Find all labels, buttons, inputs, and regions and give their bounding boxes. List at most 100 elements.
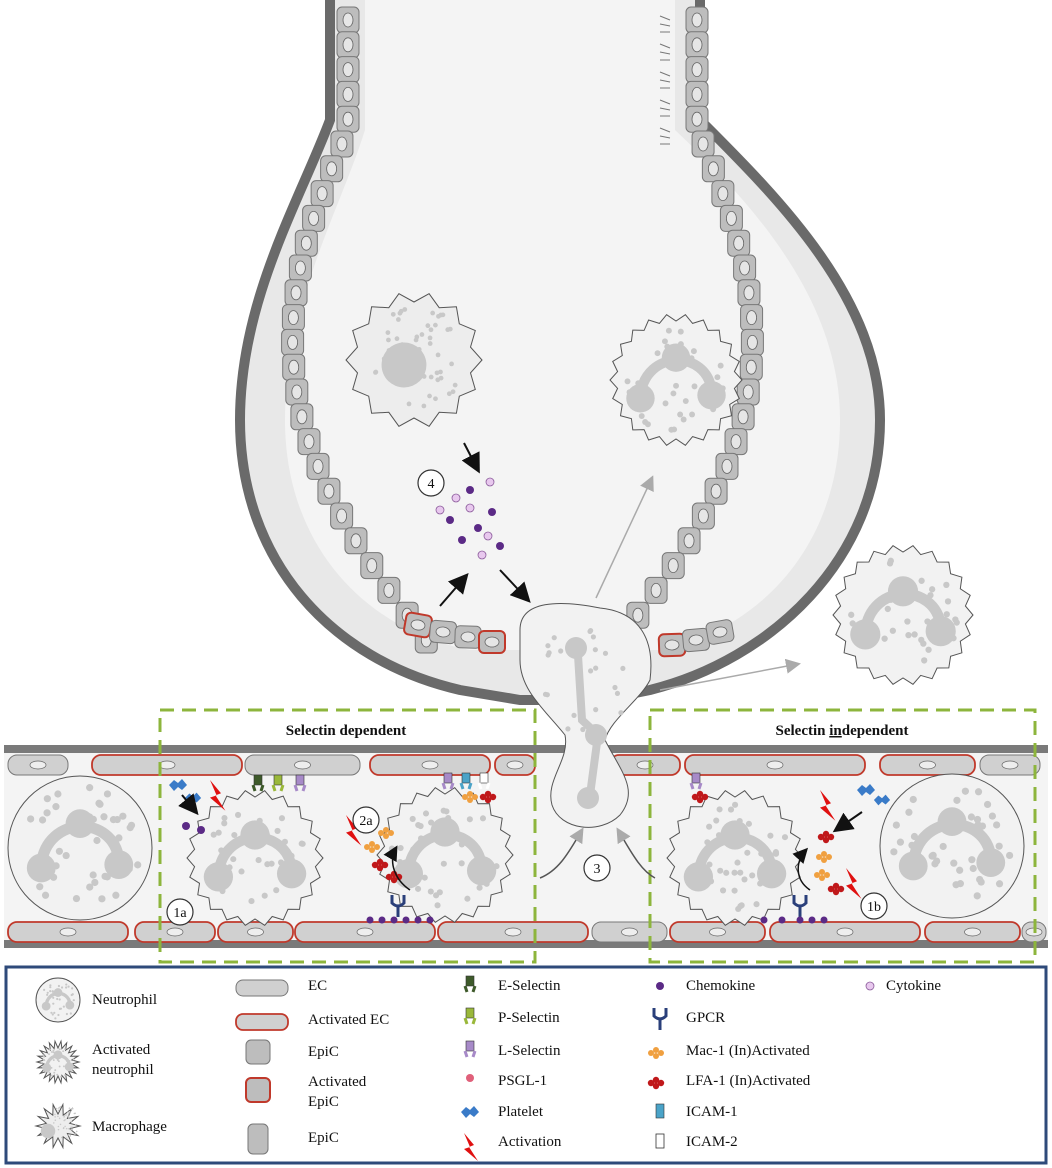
granule [884, 605, 891, 613]
epi-nucleus [383, 583, 395, 598]
ec-nucleus [166, 927, 184, 937]
granule [72, 1058, 75, 1061]
epi-nucleus [366, 558, 378, 573]
granule [27, 815, 35, 823]
granule [46, 993, 49, 996]
p-selectin [273, 774, 283, 786]
epithelial-cell [691, 130, 715, 158]
legend-macrophage-label: Macrophage [92, 1119, 167, 1135]
granule [968, 856, 976, 864]
granule [737, 869, 744, 876]
granule [939, 842, 947, 851]
granule [950, 859, 958, 867]
granule [450, 389, 456, 395]
granule [221, 820, 228, 827]
step-markers: 4 2a 3 1a 1b [166, 469, 888, 926]
epithelial-cell [715, 452, 739, 480]
granule [42, 1054, 45, 1057]
epi-nucleus [342, 111, 354, 127]
granule [944, 598, 952, 605]
granule [112, 891, 120, 899]
neutrophil-left [7, 775, 153, 921]
granule [51, 1051, 53, 1053]
granule [668, 426, 675, 433]
cytokine [485, 477, 495, 487]
epi-nucleus [730, 434, 742, 450]
granule [896, 838, 905, 846]
epithelial-cell [685, 80, 709, 108]
granule [546, 650, 552, 656]
epi-nucleus [650, 583, 662, 598]
mac1 [378, 827, 394, 839]
p-selectin-icon-arm [463, 1017, 477, 1025]
granule [49, 990, 52, 993]
granule [953, 796, 961, 804]
nucleus-lobe [430, 817, 460, 847]
nucleus-lobe [585, 724, 607, 746]
granule [592, 647, 598, 653]
granule [56, 997, 59, 1001]
l-selectin-arm [293, 784, 307, 792]
granule [466, 816, 473, 823]
lfa1-unit [822, 830, 830, 838]
lfa1-unit [652, 1082, 660, 1090]
ec-nucleus [919, 760, 936, 770]
granule [911, 631, 918, 638]
granule [65, 1127, 68, 1130]
chemokine [466, 486, 474, 494]
e-selectin-icon [465, 975, 475, 987]
granule [614, 690, 621, 697]
epi-nucleus [342, 87, 354, 102]
legend-e-selectin-label: E-Selectin [498, 978, 561, 994]
granule [745, 820, 752, 827]
chemokine [458, 536, 466, 544]
epi-nucleus [342, 62, 354, 77]
cytokine [451, 493, 461, 503]
granule [93, 836, 101, 845]
mac1 [816, 851, 832, 863]
granule [231, 831, 238, 839]
granule [96, 800, 104, 808]
epithelial-cell [344, 527, 368, 555]
granule [69, 1012, 72, 1015]
granule [973, 815, 982, 824]
cilia [659, 127, 671, 145]
lfa1 [691, 790, 709, 804]
ciliated-epithelial-cell [659, 99, 671, 117]
granule [905, 631, 912, 639]
svg-text:3: 3 [594, 862, 601, 877]
nucleus-lobe [887, 576, 919, 607]
granule [433, 322, 438, 328]
nucleus-lobe [976, 848, 1006, 878]
nucleus-lobe [626, 384, 655, 413]
granule [273, 887, 280, 894]
icam1-icon [655, 1103, 665, 1119]
ec-nucleus [506, 760, 524, 770]
ciliated-epic-icon [247, 1123, 269, 1155]
mac1-unit [814, 872, 820, 878]
lfa1-unit [647, 1079, 655, 1087]
nucleus-lobe [203, 862, 234, 892]
granule [580, 726, 586, 733]
epi-nucleus [710, 483, 722, 499]
epi-nucleus [725, 210, 737, 226]
selectin-independent-panel [648, 708, 1037, 964]
granule [62, 851, 70, 860]
legend-activation-label: Activation [498, 1134, 562, 1150]
granule [60, 1075, 63, 1078]
granule [43, 1055, 46, 1058]
epithelial-cell [360, 552, 384, 580]
granule [995, 842, 1003, 850]
transmigrating-neutrophil [519, 603, 652, 828]
granule [422, 810, 430, 817]
cell-membrane [879, 773, 1025, 919]
epi-nucleus [300, 235, 312, 251]
epi-nucleus [717, 186, 729, 202]
nucleus-lobe [26, 853, 56, 883]
granule [46, 991, 49, 994]
granule [929, 586, 936, 593]
l-selectin-icon-arm [463, 1050, 477, 1058]
cell-membrane [609, 314, 743, 446]
mac1-unit [383, 833, 389, 839]
mac1-unit [824, 872, 830, 878]
